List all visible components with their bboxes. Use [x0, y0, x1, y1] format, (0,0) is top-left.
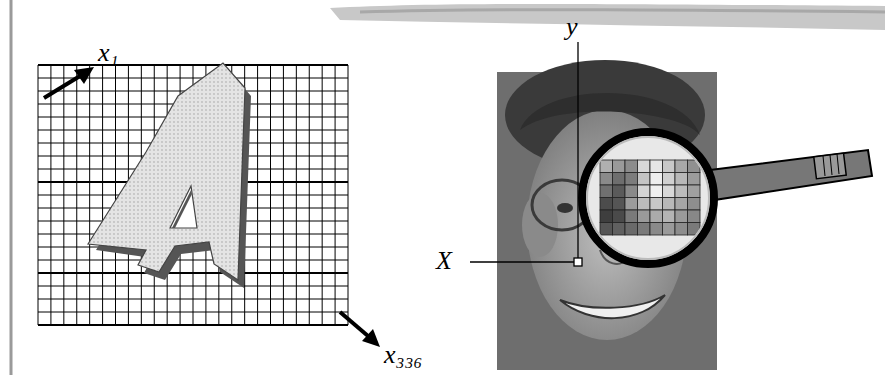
letter-a	[88, 63, 245, 280]
banner	[330, 4, 885, 30]
magnifying-glass	[582, 132, 872, 264]
axis-label: x₃₃₆	[384, 342, 423, 368]
axis-label: X	[436, 248, 452, 274]
face-photo	[497, 60, 717, 370]
axis-label: x₁	[98, 40, 119, 66]
axis-label: y	[566, 14, 578, 40]
